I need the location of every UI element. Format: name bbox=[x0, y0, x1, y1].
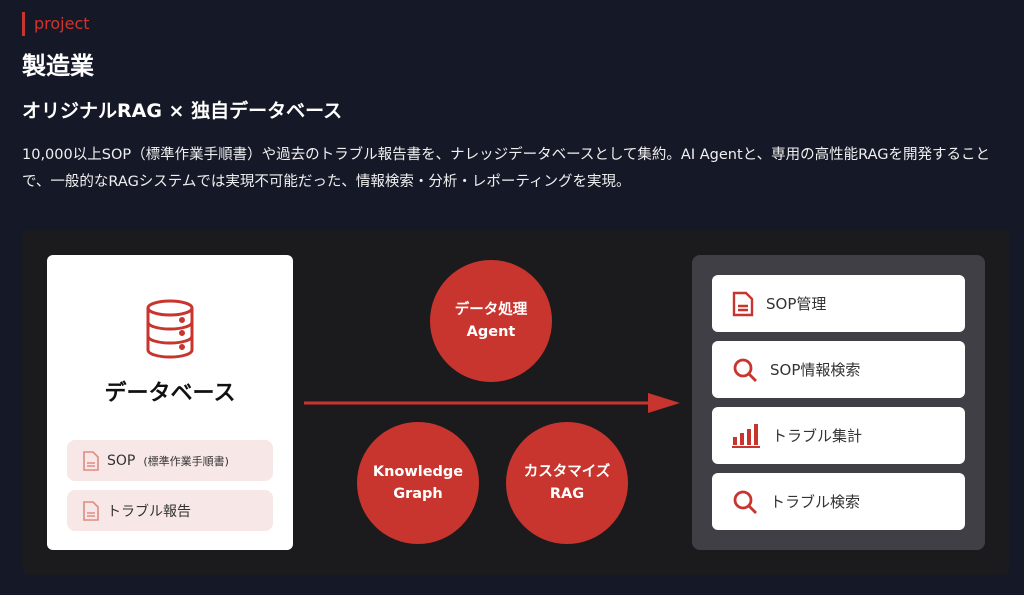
document-icon bbox=[83, 500, 99, 521]
database-icon bbox=[146, 299, 194, 359]
source-trouble-report: トラブル報告 bbox=[67, 490, 273, 531]
source-label: SOP bbox=[107, 452, 136, 469]
database-card: データベース SOP (標準作業手順書) トラブル報告 bbox=[47, 255, 293, 550]
output-trouble-aggregation: トラブル集計 bbox=[712, 407, 965, 464]
source-note: (標準作業手順書) bbox=[143, 454, 229, 468]
document-icon bbox=[732, 291, 754, 316]
output-sop-search: SOP情報検索 bbox=[712, 341, 965, 398]
output-label: SOP情報検索 bbox=[770, 361, 861, 379]
search-icon bbox=[733, 358, 757, 382]
process-data-agent: データ処理 Agent bbox=[430, 260, 552, 382]
output-label: トラブル集計 bbox=[772, 427, 863, 445]
process-custom-rag: カスタマイズ RAG bbox=[506, 422, 628, 544]
output-trouble-search: トラブル検索 bbox=[712, 473, 965, 530]
output-sop-management: SOP管理 bbox=[712, 275, 965, 332]
outputs-panel: SOP管理 SOP情報検索 トラブル集計 トラブル検索 bbox=[692, 255, 985, 550]
document-icon bbox=[83, 450, 99, 471]
output-label: SOP管理 bbox=[766, 295, 827, 313]
source-sop: SOP (標準作業手順書) bbox=[67, 440, 273, 481]
output-label: トラブル検索 bbox=[770, 493, 861, 511]
search-icon bbox=[733, 490, 757, 514]
description: 10,000以上SOP（標準作業手順書）や過去のトラブル報告書を、ナレッジデータ… bbox=[22, 147, 990, 190]
section-tag: project bbox=[22, 12, 90, 36]
page-subtitle: オリジナルRAG × 独自データベース bbox=[22, 100, 343, 122]
database-title: データベース bbox=[104, 381, 236, 406]
bar-chart-icon bbox=[732, 423, 760, 448]
flow-arrow bbox=[304, 393, 680, 413]
process-knowledge-graph: Knowledge Graph bbox=[357, 422, 479, 544]
page-title: 製造業 bbox=[22, 52, 94, 80]
source-label: トラブル報告 bbox=[107, 503, 191, 520]
